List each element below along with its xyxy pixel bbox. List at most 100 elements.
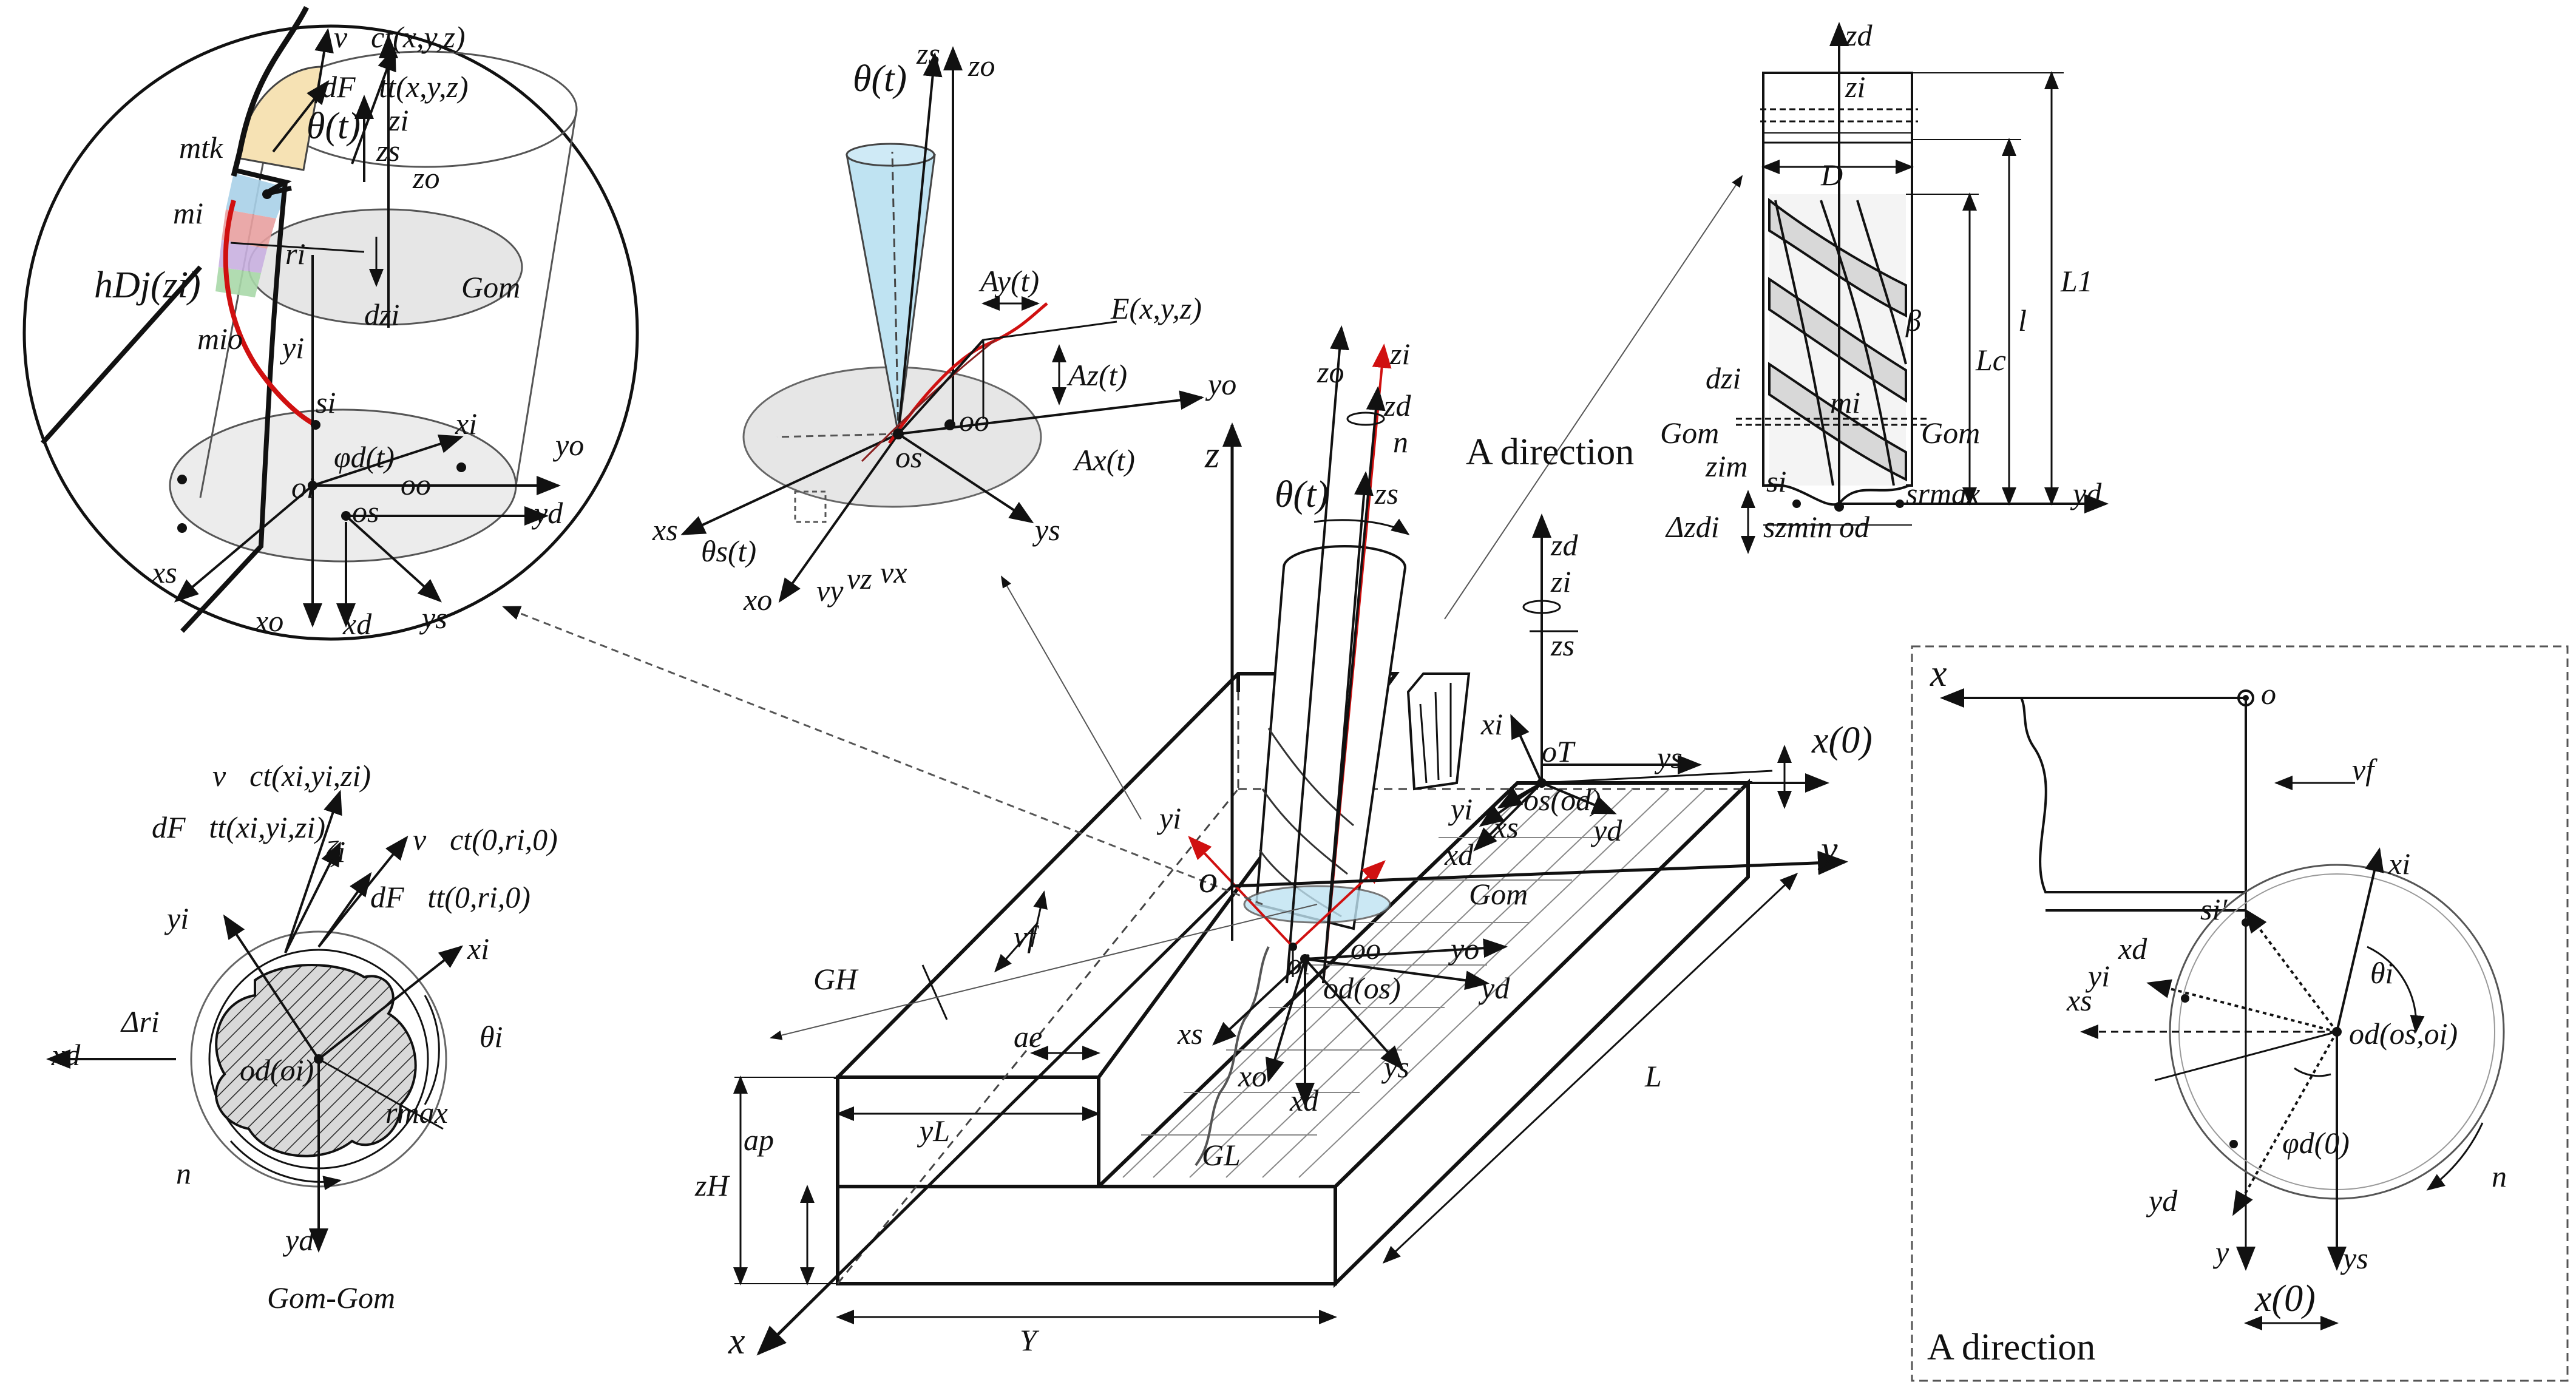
main-label-zd2: zd [1550,528,1578,562]
tool-label-yd: yd [2070,476,2102,510]
main-label-x0: x(0) [1811,720,1873,761]
adir-caption: A direction [1927,1327,2095,1368]
label-xd: xd [342,607,372,641]
red-cutting-path [223,199,317,427]
cone-label-zo: zo [968,49,995,83]
cone-label-oo: oo [959,404,989,438]
main-label-yi: yi [1156,801,1181,835]
adir-label-xs: xs [2066,983,2092,1017]
slice-red [222,209,276,249]
adir-label-si: si′ [2200,892,2228,926]
main-label-oT: oT [1542,734,1576,768]
main-label-oi: oi [1287,947,1310,981]
slice-purple [219,240,267,273]
cut-surface-line [41,265,202,445]
main-workpiece-panel: z zo zi zd n A direction θ(t) zs zd zi z… [502,175,1873,1362]
adir-label-xi: xi [2388,847,2410,881]
label-v-ct: v⃗ct(x,y,z) [334,20,466,54]
adir-label-x0: x(0) [2254,1278,2316,1319]
adir-label-yi: yi [2085,959,2110,993]
adir-label-theta-i: θi [2370,956,2393,990]
section-label-dF-0: dF⃗tt(0,ri,0) [370,880,530,914]
tool-body [1255,567,1406,930]
label-gom: Gom [461,270,520,304]
section-label-yd: yd [282,1223,314,1257]
adir-label-xd: xd [2118,932,2147,966]
tool-label-mi: mi [1830,385,1860,419]
label-dzi: dzi [364,297,399,331]
label-os: os [352,495,379,529]
adir-label-phi-d0: φd(0) [2282,1126,2350,1160]
chip-edge [233,168,292,197]
main-label-xs2: xs [1177,1017,1203,1051]
tool-panel: zd zi D L1 l Lc β dzi Gom Gom mi zim si … [1660,18,2109,554]
main-label-os-od: os(od) [1524,783,1601,817]
tool-shank-top [1762,72,1913,135]
label-ri: ri [285,237,305,271]
section-panel: v⃗ct(xi,yi,zi) dF⃗tt(xi,yi,zi) ζi v⃗ct(0… [46,759,558,1315]
main-label-xs: xs [1493,810,1519,844]
main-label-yi2: yi [1448,792,1473,826]
a-direction-frame [1911,645,2569,1382]
tool-label-zim: zim [1705,449,1747,483]
tool-label-D: D [1820,158,1843,192]
section-label-theta-i: θi [480,1020,503,1054]
tool-label-delta-z: Δzdi [1665,510,1720,544]
cone-label-Az: Az(t) [1066,358,1127,392]
main-label-gom: Gom [1469,877,1528,911]
section-label-vct-xyz: v⃗ct(xi,yi,zi) [212,759,371,793]
main-label-ae: ae [1014,1020,1042,1054]
main-label-vf: vf [1014,919,1039,953]
zoom-circle-border [22,24,639,641]
label-oo: oo [401,467,431,501]
section-caption: Gom-Gom [267,1281,395,1315]
main-label-ap: ap [744,1123,774,1157]
cone-label-vy: vy [816,574,844,608]
label-xs: xs [151,555,177,589]
adir-label-ys: ys [2340,1241,2368,1275]
label-theta: θ(t) [307,106,361,147]
cone-label-theta: θ(t) [853,58,907,100]
section-label-zeta: ζi [325,835,345,869]
label-xo: xo [254,604,283,638]
tool-label-szmin: szmin [1763,510,1832,544]
section-label-xd: xd [51,1038,81,1072]
label-si: si [316,385,336,419]
tool-label-si: si [1766,464,1786,498]
main-label-yd: yd [1590,813,1622,847]
main-label-a-direction: A direction [1466,432,1634,473]
main-label-ys: ys [1654,740,1683,774]
cone-label-xo: xo [743,583,772,617]
main-label-n: n [1393,425,1408,459]
tool-label-srmax: srmax [1906,476,1980,510]
main-label-y: y [1817,829,1838,870]
label-zs: zs [376,134,400,168]
tool-label-zi: zi [1845,70,1865,104]
tool-label-L1: L1 [2060,264,2093,298]
cut-wall-profile [1195,946,1270,1167]
label-mio: mio [197,322,243,356]
main-label-z: z [1204,435,1219,476]
main-label-ys2: ys [1381,1050,1409,1084]
label-yi: yi [279,331,304,365]
main-label-theta: θ(t) [1275,474,1329,515]
section-label-od: od(oi) [240,1053,314,1087]
workpiece-edge-upper [231,5,310,177]
main-label-xi: xi [1480,707,1503,741]
tool-label-l: l [2018,303,2027,337]
label-oi: oi [291,470,315,504]
main-label-o: o [1199,859,1218,901]
main-label-xo: xo [1238,1059,1267,1093]
main-label-yd2: yd [1478,971,1510,1005]
cone-label-zs: zs [916,36,940,70]
a-direction-panel: x o vf xi si′ xd θi yi xs od(os,oi) φd(0… [1911,645,2569,1382]
tool-tip [1766,483,1910,506]
main-label-L: L [1644,1059,1662,1093]
tool-label-zd: zd [1845,18,1873,52]
tool-label-Lc: Lc [1975,343,2006,377]
cone-label-yo: yo [1205,367,1236,401]
section-label-vct-0: v⃗ct(0,ri,0) [413,822,558,856]
workpiece-section [2020,697,2247,893]
section-label-n: n [176,1156,191,1190]
